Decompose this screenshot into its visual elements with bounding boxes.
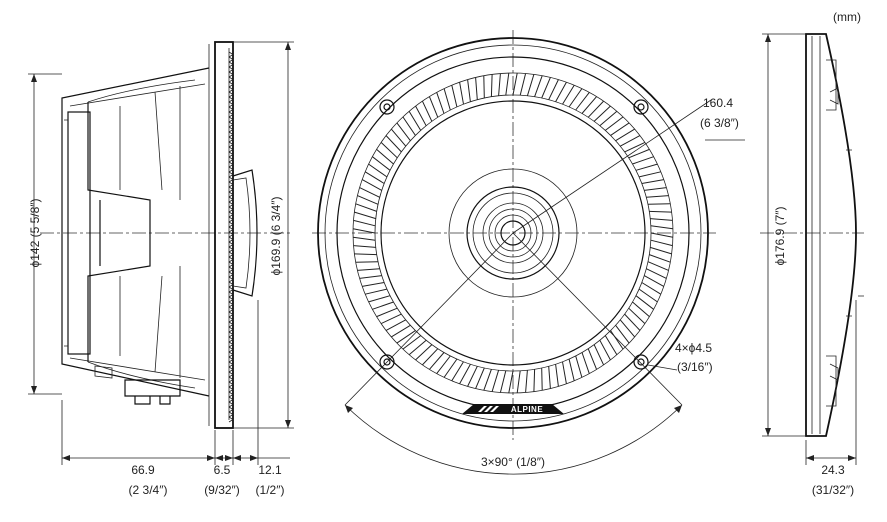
grille-depth-mm-label: 24.3 <box>821 463 845 477</box>
tweeter-mm-label: 12.1 <box>258 463 282 477</box>
outer-frame-ring <box>317 37 709 429</box>
flange-in-label: (9/32″) <box>204 483 240 497</box>
side-view: ϕ142 (5 5/8″) ϕ169.9 (6 3/4″) 66.9 (2 3/… <box>28 41 294 497</box>
speaker-terminal <box>124 379 181 405</box>
mounting-hole <box>379 99 395 115</box>
hole-pitch-mm-label: 160.4 <box>703 96 733 110</box>
basket-rib <box>87 102 151 362</box>
cone-edge <box>380 100 646 366</box>
mounting-hole <box>379 354 395 370</box>
tweeter-dome-profile <box>232 169 258 297</box>
mounting-hole <box>633 354 649 370</box>
grille-profile <box>805 33 857 437</box>
depth-mm-label: 66.9 <box>131 463 155 477</box>
alpine-logo: ALPINE <box>511 405 544 414</box>
depth-in-label: (2 3/4″) <box>129 483 168 497</box>
magnet-assembly <box>67 111 91 355</box>
tweeter-in-label: (1/2″) <box>256 483 285 497</box>
tweeter-dome <box>500 220 526 246</box>
mounting-flange <box>214 41 234 429</box>
grille-serration <box>353 73 673 393</box>
hole-pitch-in-label: (6 3/8″) <box>700 116 739 130</box>
flange-mm-label: 6.5 <box>214 463 231 477</box>
angle-label: 3×90° (1/8″) <box>481 455 545 469</box>
grille-side-view: ϕ176.9 (7″) 24.3 (31/32″) <box>760 33 864 497</box>
grille-diameter-label: ϕ176.9 (7″) <box>773 206 787 265</box>
angle-arc <box>344 404 683 475</box>
flange-serration <box>228 51 234 423</box>
units-label: (mm) <box>833 10 861 24</box>
side-diameter-label: ϕ142 (5 5/8″) <box>28 198 42 267</box>
front-view: 160.4 (6 3/8″) 4×ϕ4.5 (3/16″) 3×90° (1/8… <box>312 30 745 475</box>
tweeter-outer-ring <box>448 168 578 298</box>
flange-diameter-label: ϕ169.9 (6 3/4″) <box>269 196 283 275</box>
grille-depth-in-label: (31/32″) <box>812 483 854 497</box>
holes-mm-label: 4×ϕ4.5 <box>675 341 712 355</box>
basket-outline <box>61 67 210 397</box>
holes-in-label: (3/16″) <box>677 360 713 374</box>
mounting-holes <box>379 99 649 370</box>
mounting-hole <box>633 99 649 115</box>
